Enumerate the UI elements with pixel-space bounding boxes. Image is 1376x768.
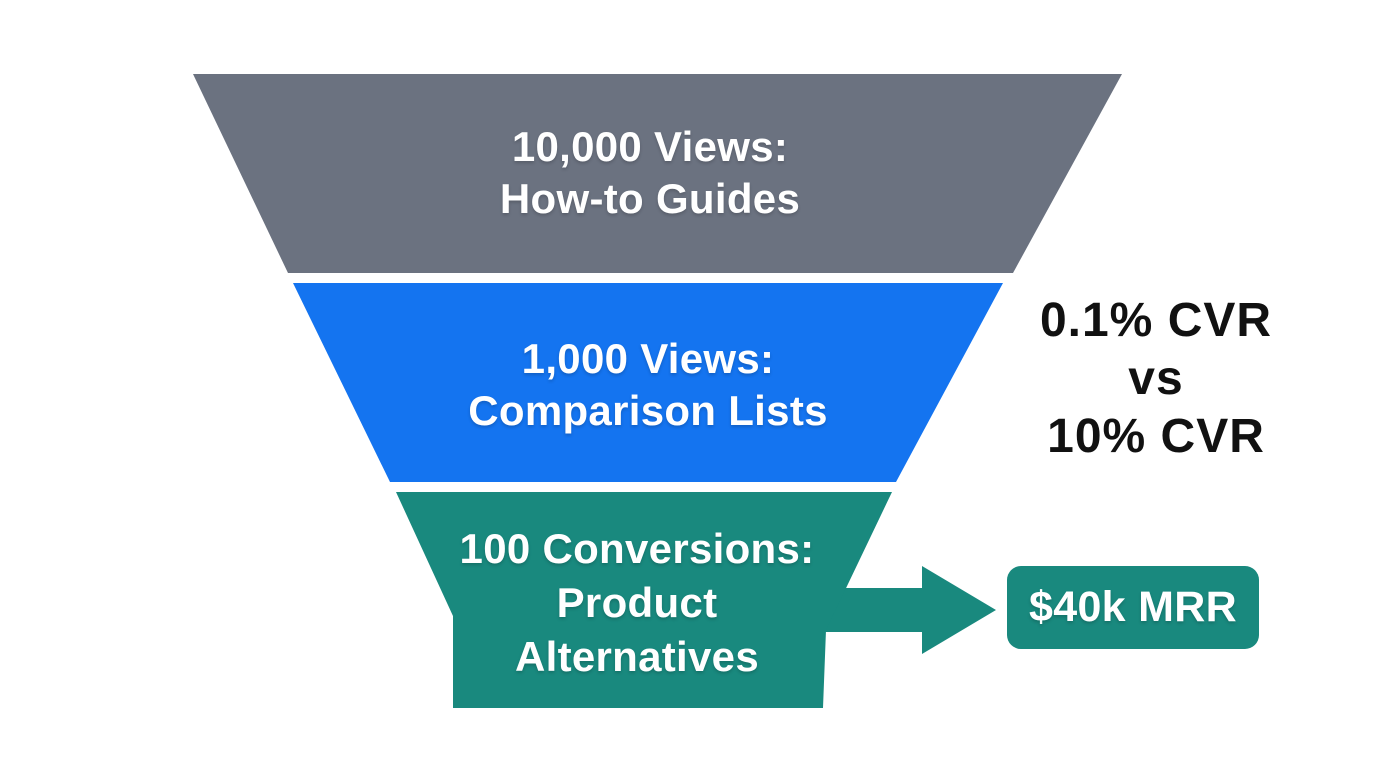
cvr-annotation-line: vs xyxy=(1128,352,1184,405)
cvr-annotation-line: 0.1% CVR xyxy=(1039,294,1273,347)
mrr-badge-label: $40k MRR xyxy=(1029,583,1237,631)
stage-label-line: 1,000 Views: xyxy=(521,335,775,382)
funnel-stage-label-bottom: 100 Conversions: Product Alternatives xyxy=(337,522,937,684)
arrow-right-icon xyxy=(800,566,996,654)
funnel-stage-label-top: 10,000 Views: How-to Guides xyxy=(350,121,950,225)
cvr-annotation-line: 10% CVR xyxy=(1047,410,1265,463)
mrr-badge: $40k MRR xyxy=(1007,566,1259,649)
stage-label-line: 10,000 Views: xyxy=(511,123,789,170)
funnel-stage-shape-top xyxy=(193,74,1122,273)
funnel-stage-shape-bottom xyxy=(396,492,892,708)
stage-label-line: Comparison Lists xyxy=(468,387,828,434)
stage-label-line: Product xyxy=(556,579,718,626)
stage-label-line: Alternatives xyxy=(514,633,760,680)
stage-label-line: How-to Guides xyxy=(499,175,801,222)
funnel-stage-shape-middle xyxy=(293,283,1003,482)
funnel-stage-label-middle: 1,000 Views: Comparison Lists xyxy=(348,333,948,437)
cvr-annotation: 0.1% CVR vs 10% CVR xyxy=(956,292,1356,466)
stage-label-line: 100 Conversions: xyxy=(459,525,815,572)
